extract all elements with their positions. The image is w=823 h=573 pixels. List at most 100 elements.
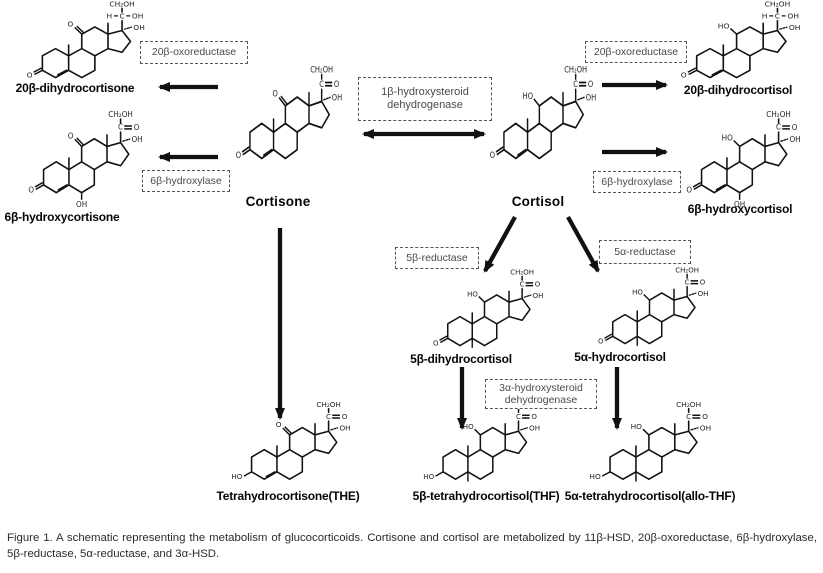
atom-label: HO bbox=[632, 287, 643, 296]
atom-label: O bbox=[531, 412, 537, 421]
structure-6b-hydroxycortisone: CH₂OH C O OH O O OH bbox=[28, 110, 142, 209]
structure-cortisol: CH₂OH C O OH HO O bbox=[490, 65, 596, 161]
atom-label: CH₂OH bbox=[766, 110, 791, 119]
molecule-label-6b-hydroxycortisone: 6β-hydroxycortisone bbox=[4, 210, 120, 224]
atom-label: OH bbox=[789, 23, 801, 32]
molecule-label-allothf: 5α-tetrahydrocortisol(allo-THF) bbox=[564, 489, 736, 503]
molecule-label-cortisone: Cortisone bbox=[245, 194, 311, 209]
enzyme-box-5b-reductase: 5β-reductase bbox=[395, 247, 479, 269]
structure-6b-hydroxycortisol: CH₂OH C O OH HO O OH bbox=[686, 110, 800, 209]
atom-label: HO bbox=[589, 472, 601, 481]
structure-5a-tetrahydrocortisol-allothf: CH₂OH C O OH HO HO bbox=[589, 400, 711, 483]
enzyme-line: 1β-hydroxysteroid bbox=[381, 86, 469, 99]
atom-label: O bbox=[68, 131, 74, 140]
atom-label: CH₂OH bbox=[316, 400, 341, 409]
atom-label: CH₂OH bbox=[675, 265, 699, 274]
atom-label: H bbox=[762, 12, 768, 21]
atom-label: OH bbox=[734, 200, 745, 209]
molecule-label-cortisol: Cortisol bbox=[511, 194, 565, 209]
atom-label: HO bbox=[718, 22, 730, 31]
atom-label: OH bbox=[789, 135, 800, 144]
atom-label: C bbox=[776, 123, 781, 132]
structure-20b-dihydrocortisol: CH₂OH H C OH OH HO O bbox=[681, 0, 801, 80]
molecule-label-5b-dihydrocortisol: 5β-dihydrocortisol bbox=[410, 352, 512, 366]
molecule-label-6b-hydroxycortisol: 6β-hydroxycortisol bbox=[687, 202, 793, 216]
atom-label: OH bbox=[339, 423, 350, 432]
atom-label: O bbox=[588, 79, 593, 89]
atom-label: HO bbox=[463, 422, 474, 431]
atom-label: OH bbox=[698, 289, 709, 298]
molecule-label-20b-dihydrocortisol: 20β-dihydrocortisol bbox=[683, 83, 793, 97]
molecule-label-the: Tetrahydrocortisone(THE) bbox=[216, 489, 360, 503]
enzyme-line: dehydrogenase bbox=[504, 394, 578, 406]
enzyme-box-3a-hydroxysteroid-dehydrogenase: 3α-hydroxysteroid dehydrogenase bbox=[485, 379, 597, 409]
atom-label: OH bbox=[133, 23, 145, 32]
structure-tetrahydrocortisone-the: CH₂OH C O OH O HO bbox=[231, 400, 350, 481]
atom-label: CH₂OH bbox=[109, 0, 134, 9]
atom-label: O bbox=[134, 123, 140, 132]
atom-label: O bbox=[535, 279, 541, 288]
enzyme-box-20b-oxoreductase-left: 20β-oxoreductase bbox=[140, 41, 248, 64]
atom-label: C bbox=[118, 123, 123, 132]
atom-label: OH bbox=[533, 291, 544, 300]
atom-label: HO bbox=[231, 472, 242, 481]
atom-label: O bbox=[342, 412, 348, 421]
arrows-layer bbox=[158, 80, 668, 430]
atom-label: CH₂OH bbox=[765, 0, 791, 9]
enzyme-box-5a-reductase: 5α-reductase bbox=[599, 240, 691, 264]
enzyme-line: 3α-hydroxysteroid bbox=[499, 381, 583, 394]
molecule-label-thf: 5β-tetrahydrocortisol(THF) bbox=[412, 489, 560, 503]
atom-label: HO bbox=[631, 422, 643, 431]
atom-label: CH₂OH bbox=[564, 65, 587, 75]
atom-label: O bbox=[334, 79, 339, 89]
enzyme-box-6b-hydroxylase-right: 6β-hydroxylase bbox=[593, 171, 681, 193]
atom-label: O bbox=[490, 150, 495, 160]
atom-label: OH bbox=[332, 93, 342, 103]
atom-label: O bbox=[276, 420, 282, 429]
atom-label: OH bbox=[76, 200, 87, 209]
atom-label: C bbox=[119, 12, 124, 21]
atom-label: HO bbox=[467, 289, 478, 298]
enzyme-line: dehydrogenase bbox=[387, 99, 463, 111]
molecule-label-20b-dihydrocortisone: 20β-dihydrocortisone bbox=[15, 81, 135, 95]
atom-label: O bbox=[702, 412, 708, 421]
atom-label: HO bbox=[423, 472, 434, 481]
arrow-cortisol-to-5b-dihydrocortisol bbox=[483, 215, 517, 273]
molecule-label-5a-hydrocortisol: 5α-hydrocortisol bbox=[574, 350, 666, 364]
atom-label: O bbox=[236, 150, 241, 160]
atom-label: HO bbox=[523, 91, 533, 101]
atom-label: C bbox=[685, 277, 690, 286]
atom-label: C bbox=[573, 79, 578, 89]
atom-label: O bbox=[792, 123, 798, 132]
atom-label: HO bbox=[722, 133, 733, 142]
arrow-cortisol-to-5a-hydrocortisol bbox=[566, 215, 600, 273]
atom-label: O bbox=[681, 71, 687, 80]
atom-label: OH bbox=[132, 12, 144, 21]
atom-label: O bbox=[598, 336, 604, 345]
atom-label: OH bbox=[787, 12, 799, 21]
atom-label: O bbox=[433, 338, 439, 347]
atom-label: OH bbox=[131, 135, 142, 144]
structure-20b-dihydrocortisone: CH₂OH H C OH OH O O bbox=[27, 0, 145, 79]
atom-label: C bbox=[516, 412, 521, 421]
atom-label: C bbox=[775, 12, 780, 21]
atom-label: CH₂OH bbox=[310, 65, 333, 75]
atom-label: OH bbox=[529, 423, 540, 432]
atom-label: C bbox=[686, 412, 691, 421]
atom-label: C bbox=[319, 79, 324, 89]
atom-label: OH bbox=[700, 423, 711, 432]
atom-label: O bbox=[700, 277, 706, 286]
structure-5a-hydrocortisol: CH₂OH C O OH HO O bbox=[598, 265, 709, 347]
atom-label: OH bbox=[586, 93, 596, 103]
atom-label: H bbox=[107, 12, 113, 21]
atom-label: O bbox=[28, 185, 34, 194]
structure-5b-dihydrocortisol: CH₂OH C O OH HO O bbox=[433, 267, 544, 349]
enzyme-box-11b-hydroxysteroid-dehydrogenase: 1β-hydroxysteroid dehydrogenase bbox=[358, 77, 492, 121]
atom-label: C bbox=[520, 279, 525, 288]
figure-caption: Figure 1. A schematic representing the m… bbox=[7, 532, 817, 560]
structure-5b-tetrahydrocortisol-thf: CH₂OH C O OH HO HO bbox=[423, 400, 540, 483]
atom-label: O bbox=[27, 70, 33, 79]
atom-label: CH₂OH bbox=[510, 267, 534, 276]
atom-label: O bbox=[67, 20, 73, 29]
structure-cortisone: CH₂OH C O OH O O bbox=[236, 65, 342, 161]
